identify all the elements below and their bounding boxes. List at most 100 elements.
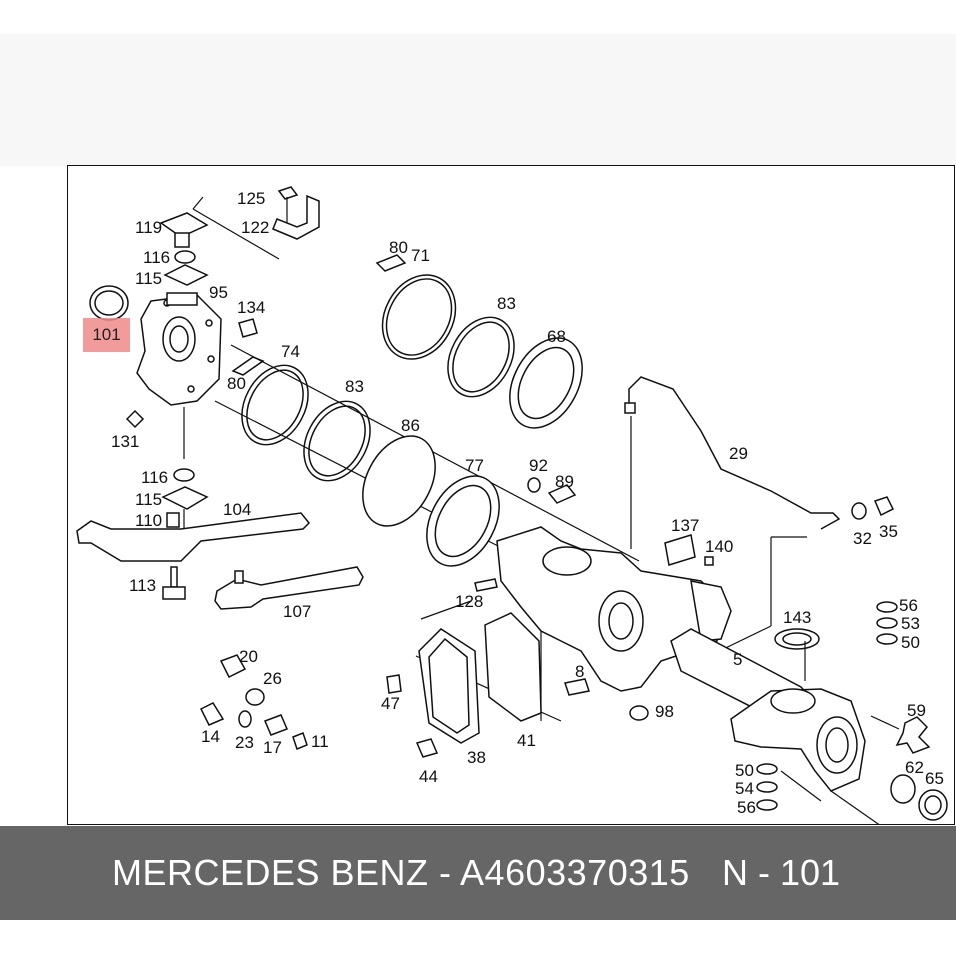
highlighted-part-marker <box>83 318 130 352</box>
callout-label: 17 <box>263 738 282 757</box>
seal-65 <box>918 789 948 821</box>
callout-label: 38 <box>467 748 486 767</box>
right-knuckle <box>730 688 866 792</box>
callout-label: 89 <box>555 472 574 491</box>
callout-label: 113 <box>129 576 156 595</box>
callout-label: 8 <box>575 662 584 681</box>
bushing-50-bottom <box>756 763 778 775</box>
callout-label: 53 <box>901 614 920 633</box>
callout-label: 92 <box>529 456 548 475</box>
plug-98 <box>629 705 649 721</box>
cover-77 <box>426 475 500 567</box>
callout-label: 59 <box>907 701 926 720</box>
fitting-17 <box>264 714 288 736</box>
washer-32 <box>851 502 867 520</box>
fitting-14 <box>199 702 225 726</box>
cover-38 <box>418 628 480 744</box>
callout-label: 56 <box>899 596 918 615</box>
callout-label: 35 <box>879 522 898 541</box>
callout-label: 140 <box>705 537 733 556</box>
ring-83-upper <box>447 316 515 398</box>
callout-label: 77 <box>465 456 484 475</box>
seal-ring-upper <box>174 250 196 264</box>
callout-label: 5 <box>733 650 742 669</box>
gasket-upper <box>163 264 209 286</box>
callout-label: 20 <box>239 647 258 666</box>
brake-line-fitting <box>624 402 636 414</box>
callout-label: 115 <box>135 490 162 509</box>
steering-arm-107 <box>214 566 364 610</box>
nut-110 <box>166 512 180 528</box>
knuckle-housing <box>136 292 222 406</box>
callout-label: 125 <box>237 189 265 208</box>
bearing-62 <box>890 774 916 804</box>
seal-ring-lower <box>173 468 195 482</box>
bushing-53 <box>876 617 898 629</box>
header-background <box>0 34 956 166</box>
bottom-margin <box>0 920 956 956</box>
cover-plate-68-inner <box>517 346 575 420</box>
callout-label: 98 <box>655 702 674 721</box>
callout-label: 128 <box>455 592 483 611</box>
callout-label: 86 <box>401 416 420 435</box>
bushing-50-top <box>876 633 898 645</box>
callout-label: 116 <box>141 468 168 487</box>
callout-label: 65 <box>925 769 944 788</box>
callout-label: 107 <box>283 602 311 621</box>
pin-140 <box>704 556 714 566</box>
spring-59 <box>895 716 931 754</box>
seal-65-inner <box>924 795 942 815</box>
ring-83-upper-inner <box>452 321 510 393</box>
ring-83-lower <box>303 400 371 482</box>
cover-77-inner <box>434 484 492 558</box>
callout-label: 80 <box>227 374 246 393</box>
assembly-guide-lines <box>183 196 900 824</box>
callout-label: 143 <box>783 608 811 627</box>
callout-label: 71 <box>411 246 430 265</box>
bushing-56-top <box>876 601 898 613</box>
ring-71-inner <box>385 278 453 356</box>
callout-label: 50 <box>901 633 920 652</box>
fitting-11 <box>292 732 308 750</box>
bracket-plate <box>159 212 209 248</box>
callout-label: 131 <box>111 432 139 451</box>
cover-plate-68 <box>509 337 583 429</box>
ring-74-inner <box>246 369 304 441</box>
callout-label: 44 <box>419 767 438 786</box>
differential-housing <box>496 526 732 692</box>
oil-seal-ring-inner <box>94 290 124 316</box>
gasket-86 <box>362 435 436 527</box>
callout-label: 110 <box>135 511 162 530</box>
callout-label: 54 <box>735 779 754 798</box>
part-number-caption: MERCEDES BENZ - A4603370315 <box>112 852 690 893</box>
steering-arm-104 <box>76 512 311 562</box>
seal-143-inner <box>782 632 812 646</box>
nut-131 <box>125 409 145 429</box>
parts-diagram: 125 119 122 116 115 95 134 80 71 83 68 7… <box>76 186 948 824</box>
callout-label: 137 <box>671 516 699 535</box>
clip-lower <box>231 356 265 376</box>
top-margin <box>0 0 956 34</box>
ring-71 <box>381 274 457 360</box>
callout-label: 95 <box>209 283 228 302</box>
callout-label: 119 <box>135 218 162 237</box>
parts-diagram-frame: 125 119 122 116 115 95 134 80 71 83 68 7… <box>67 165 955 825</box>
callout-label: 14 <box>201 727 220 746</box>
callout-label: 83 <box>497 294 516 313</box>
washer-23 <box>238 710 252 728</box>
washer-92 <box>527 477 541 493</box>
stud-107 <box>234 570 244 584</box>
callout-label: 115 <box>135 269 162 288</box>
bushing-56-bottom <box>756 799 778 811</box>
cover-38-inner <box>428 637 470 734</box>
bolt-113-head <box>162 586 186 600</box>
nut-134 <box>238 318 258 338</box>
callout-label: 68 <box>547 327 566 346</box>
highlighted-part-number: 101 <box>92 325 121 344</box>
fitting-20 <box>219 654 247 679</box>
washer-26 <box>245 688 265 706</box>
mounting-bracket <box>272 186 320 240</box>
gasket-lower <box>161 486 209 510</box>
callout-label: 104 <box>223 500 251 519</box>
diagram-reference: N - 101 <box>722 852 841 893</box>
